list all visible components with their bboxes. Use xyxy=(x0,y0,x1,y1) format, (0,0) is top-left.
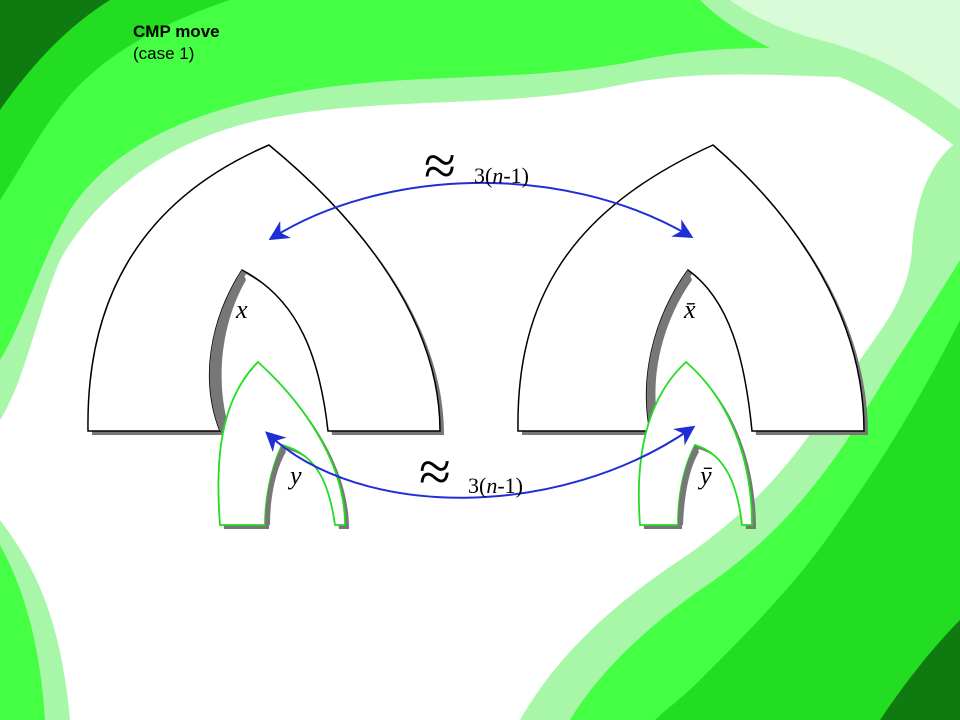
relation-top-subscript-var: n xyxy=(492,163,503,188)
band-top-right-white xyxy=(730,0,960,110)
relation-bottom-subscript-var: n xyxy=(486,473,497,498)
label-y: y xyxy=(287,461,302,490)
band-top-left-mid xyxy=(0,0,230,200)
relation-bottom-symbol: ≈ xyxy=(419,439,451,504)
relation-top: ≈ 3(n-1) xyxy=(424,133,529,198)
label-x: x xyxy=(235,295,248,324)
tunnel-shade xyxy=(209,270,246,431)
relation-bottom: ≈ 3(n-1) xyxy=(419,439,523,504)
relation-top-symbol: ≈ xyxy=(424,133,456,198)
relation-bottom-subscript-prefix: 3( xyxy=(468,473,486,498)
label-x-bar: x̄ xyxy=(683,295,696,324)
relation-bottom-subscript-suffix: -1) xyxy=(497,473,523,498)
inner-cap-right xyxy=(637,360,753,526)
band-bottom-right-dark xyxy=(880,620,960,720)
diagram-left xyxy=(87,144,444,529)
band-bottom-right-mid xyxy=(655,320,960,720)
subtitle-text: (case 1) xyxy=(133,44,195,63)
relation-top-subscript: 3(n-1) xyxy=(474,163,529,188)
slide-title: CMP move (case 1) xyxy=(133,21,220,65)
inner-cap-core-shade xyxy=(265,445,286,525)
relation-bottom-subscript: 3(n-1) xyxy=(468,473,523,498)
relation-top-subscript-prefix: 3( xyxy=(474,163,492,188)
arrow-top xyxy=(268,182,694,241)
relation-top-subscript-suffix: -1) xyxy=(503,163,529,188)
title-text: CMP move xyxy=(133,22,220,41)
label-y-bar: ȳ xyxy=(697,461,712,490)
band-top-left-light xyxy=(0,0,960,420)
arrow-bottom xyxy=(265,425,696,499)
band-top-left-bright xyxy=(0,0,960,360)
band-bottom-left-bright xyxy=(0,545,45,720)
band-top-left-dark xyxy=(0,0,110,110)
inner-cap-core-shade-right xyxy=(678,445,699,525)
